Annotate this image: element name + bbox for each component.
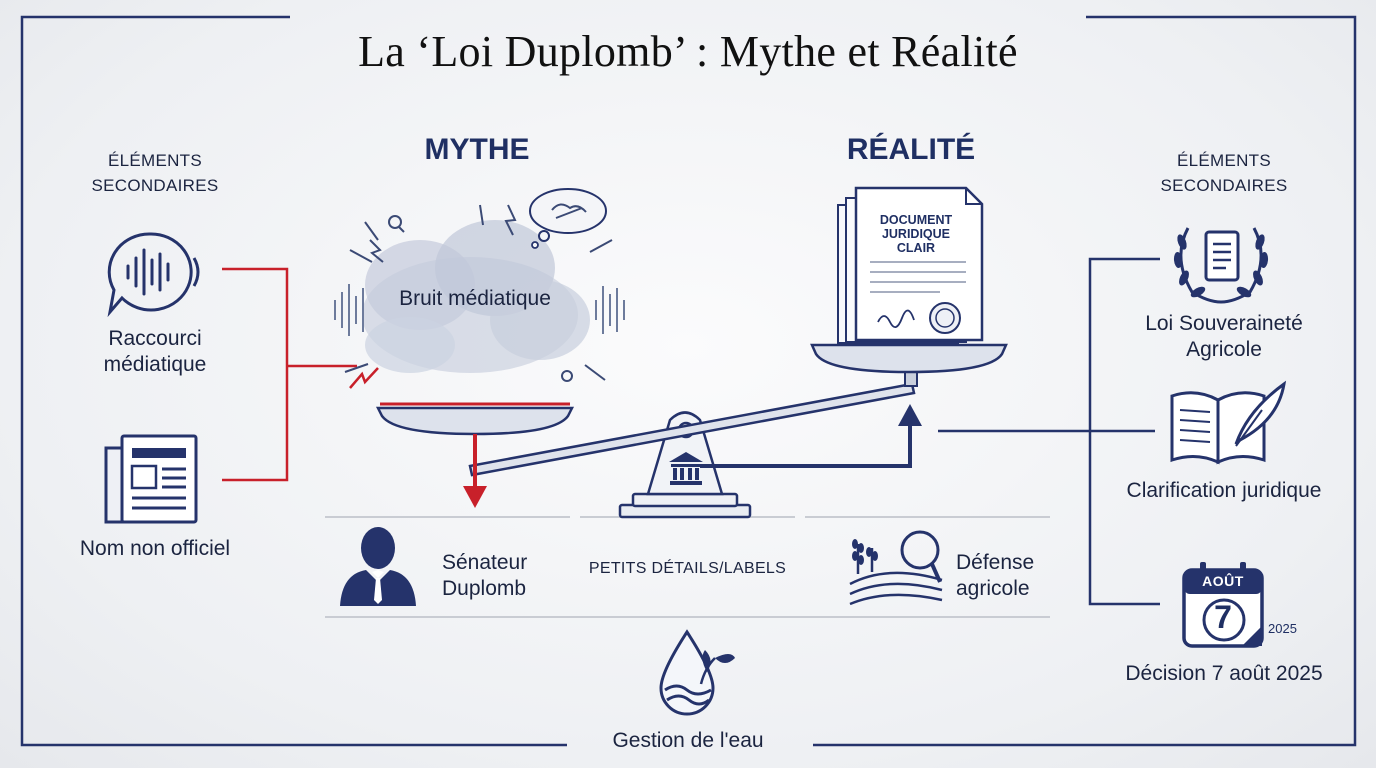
- document-label: DOCUMENT JURIDIQUE CLAIR: [879, 213, 953, 255]
- right-item-label-3: Décision 7 août 2025: [1125, 662, 1323, 685]
- legal-document: [837, 186, 984, 344]
- right-secondary-heading: ÉLÉMENTS SECONDAIRES: [1160, 151, 1288, 195]
- myth-pan: [375, 402, 575, 436]
- noise-label: Bruit médiatique: [399, 287, 551, 310]
- bottom-item-label-1: Sénateur Duplomb: [442, 551, 528, 600]
- audio-bubble-icon: [107, 232, 200, 318]
- up-arrow: [700, 422, 912, 468]
- up-arrowhead: [898, 404, 922, 426]
- right-item-label-1: Loi Souveraineté Agricole: [1145, 312, 1303, 361]
- calendar-day: 7: [1214, 599, 1232, 635]
- page-title: La ‘Loi Duplomb’ : Mythe et Réalité: [358, 27, 1018, 76]
- bottom-item-label-3: Défense agricole: [956, 551, 1035, 600]
- left-item-label-2: Nom non officiel: [79, 537, 231, 560]
- open-book-quill-icon: [1170, 380, 1287, 465]
- footer-label: Gestion de l'eau: [612, 729, 764, 752]
- senator-silhouette-icon: [340, 527, 416, 606]
- scale-beam: [468, 382, 916, 477]
- calendar-year: 2025: [1268, 621, 1297, 636]
- noise-cloud: [334, 188, 625, 389]
- newspaper-icon: [104, 434, 198, 524]
- laurel-scroll-icon: [1173, 227, 1269, 304]
- water-drop-plant-icon: [659, 629, 735, 716]
- bottom-item-label-2: PETITS DÉTAILS/LABELS: [588, 560, 787, 577]
- left-item-label-1: Raccourci médiatique: [103, 327, 207, 376]
- myth-heading: MYTHE: [424, 133, 530, 166]
- reality-heading: RÉALITÉ: [846, 133, 976, 166]
- down-arrow: [463, 434, 487, 508]
- field-magnifier-icon: [849, 530, 943, 606]
- calendar-month: AOÛT: [1202, 573, 1244, 589]
- reality-pan: [810, 343, 1008, 374]
- calendar-icon: [1182, 562, 1264, 648]
- left-connector: [222, 267, 357, 482]
- frame-border: [20, 15, 1357, 747]
- left-secondary-heading: ÉLÉMENTS SECONDAIRES: [91, 151, 219, 195]
- right-item-label-2: Clarification juridique: [1126, 479, 1322, 502]
- right-connector: [938, 257, 1160, 606]
- separators: [325, 516, 1050, 618]
